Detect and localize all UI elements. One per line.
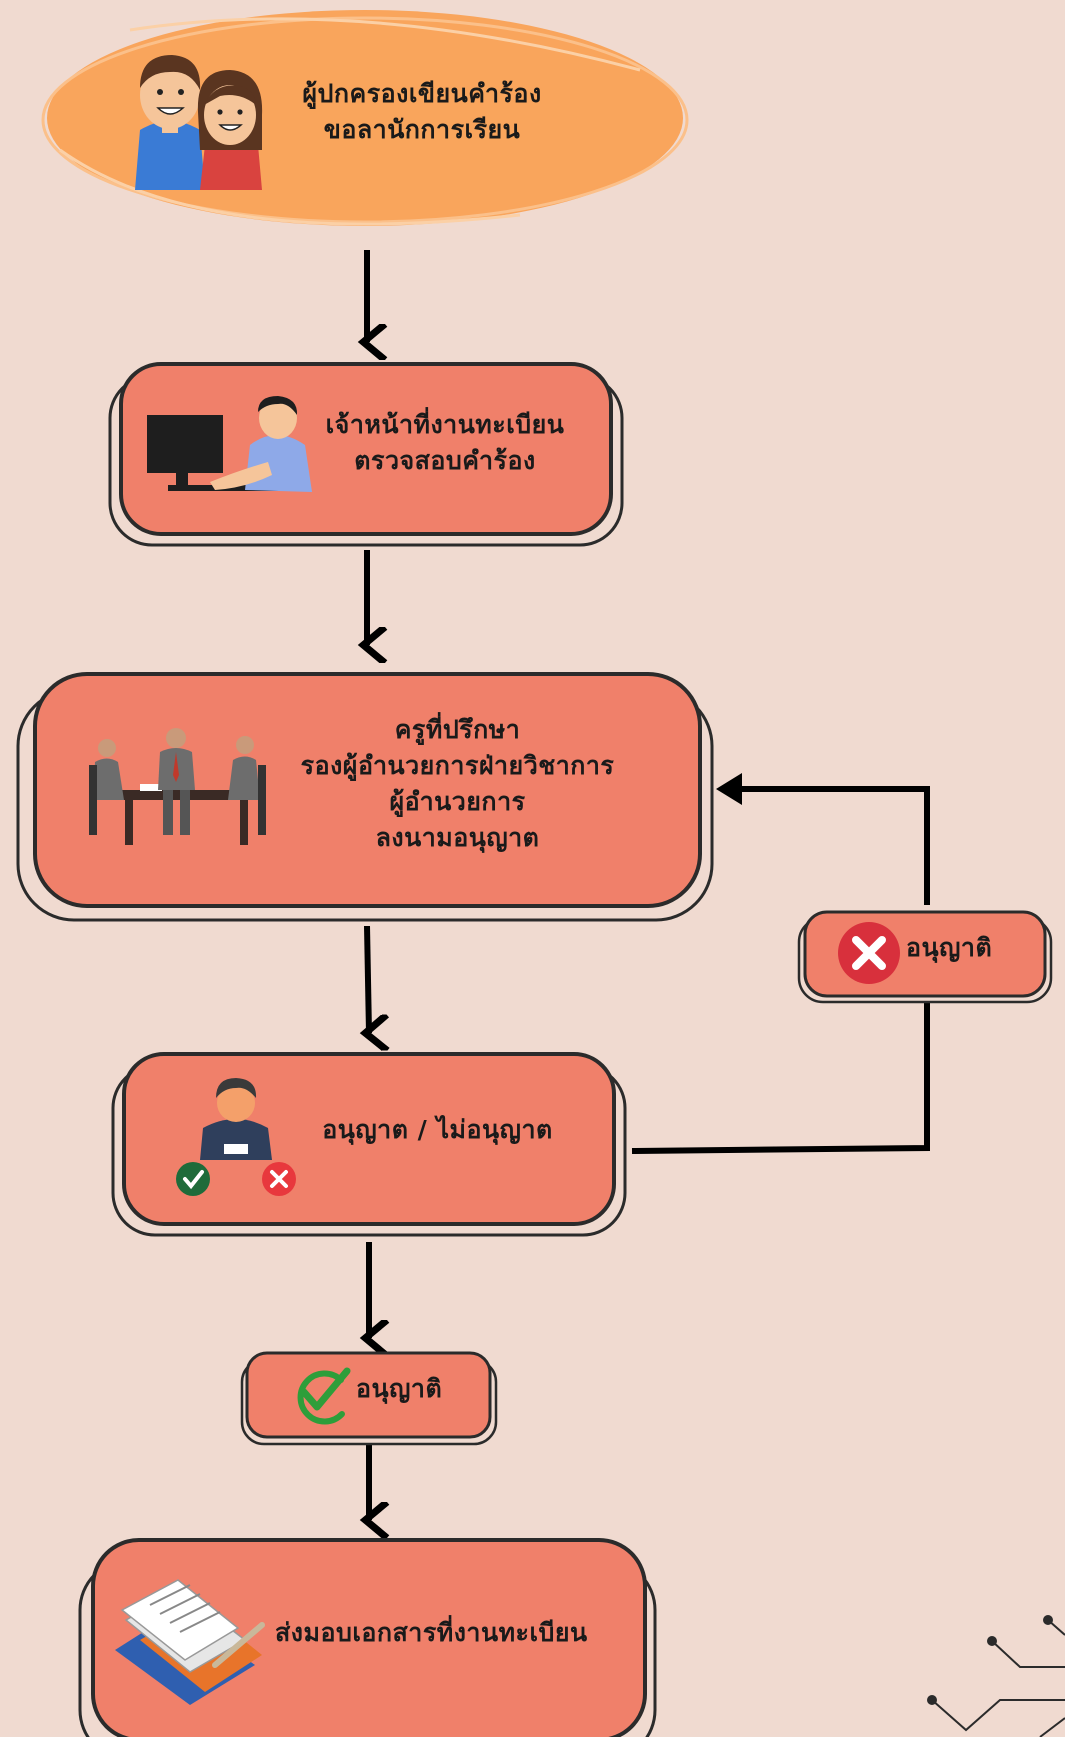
step3-line-2: รองผู้อำนวยการฝ่ายวิชาการ	[300, 751, 615, 780]
documents-icon	[115, 1579, 265, 1705]
step3-box	[16, 672, 714, 922]
step2-label: เจ้าหน้าที่งานทะเบียน ตรวจสอบคำร้อง	[315, 407, 575, 479]
clerk-computer-icon	[147, 396, 312, 492]
step5-text: ส่งมอบเอกสารที่งานทะเบียน	[275, 1618, 588, 1647]
reject-loop-arrow	[631, 773, 930, 1154]
step3-line-1: ครูที่ปรึกษา	[394, 715, 521, 744]
step2-line-1: เจ้าหน้าที่งานทะเบียน	[325, 410, 565, 439]
approved-text: อนุญาติ	[356, 1374, 443, 1403]
step2-box	[108, 362, 624, 547]
meeting-icon	[89, 728, 266, 845]
step1-line-1: ผู้ปกครองเขียนคำร้อง	[302, 79, 542, 108]
step5-label: ส่งมอบเอกสารที่งานทะเบียน	[275, 1615, 620, 1651]
rejected-label: อนุญาติ	[906, 930, 1016, 966]
step5-box	[78, 1538, 657, 1737]
step3-line-3: ผู้อำนวยการ	[389, 787, 526, 816]
rejected-text: อนุญาติ	[906, 933, 993, 962]
step3-label: ครูที่ปรึกษา รองผู้อำนวยการฝ่ายวิชาการ ผ…	[290, 712, 625, 856]
parents-icon	[135, 55, 263, 190]
x-circle-icon	[838, 922, 900, 984]
approved-label: อนุญาติ	[356, 1371, 466, 1407]
arrow-3	[367, 925, 369, 1033]
step4-label: อนุญาต / ไม่อนุญาต	[305, 1112, 570, 1148]
step1-label: ผู้ปกครองเขียนคำร้อง ขอลานักการเรียน	[282, 76, 562, 148]
approver-icon	[176, 1078, 296, 1196]
step4-text: อนุญาต / ไม่อนุญาต	[322, 1115, 553, 1144]
step1-line-2: ขอลานักการเรียน	[323, 115, 521, 144]
step3-line-4: ลงนามอนุญาต	[375, 823, 540, 852]
step2-line-2: ตรวจสอบคำร้อง	[354, 446, 536, 475]
check-circle-icon	[297, 1367, 351, 1425]
circuit-decoration	[927, 1615, 1065, 1737]
